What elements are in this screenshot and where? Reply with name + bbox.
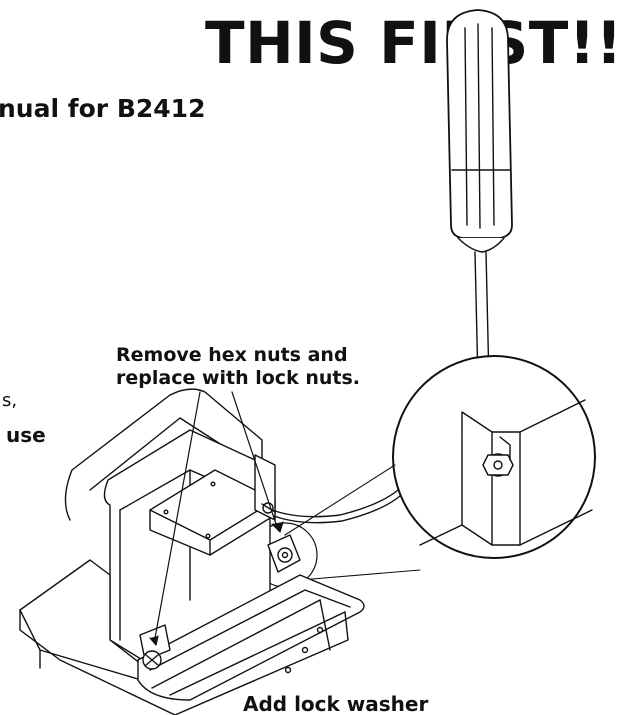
hex-nuts-callout: Remove hex nuts and replace with lock nu… — [116, 344, 360, 390]
callout-leaders — [149, 391, 284, 646]
truncated-text-fragment-use: use — [6, 423, 46, 447]
hex-nuts-callout-line2: replace with lock nuts. — [116, 367, 360, 389]
hex-nuts-callout-line1: Remove hex nuts and — [116, 344, 348, 366]
lock-washer-callout: Add lock washer — [243, 692, 429, 715]
pump-unit-illustration — [19, 388, 401, 715]
truncated-text-fragment: s, — [2, 390, 18, 411]
magnified-detail — [284, 355, 596, 581]
page-title: THIS FIRST!! — [205, 9, 619, 77]
page-subtitle: nual for B2412 — [0, 94, 206, 123]
